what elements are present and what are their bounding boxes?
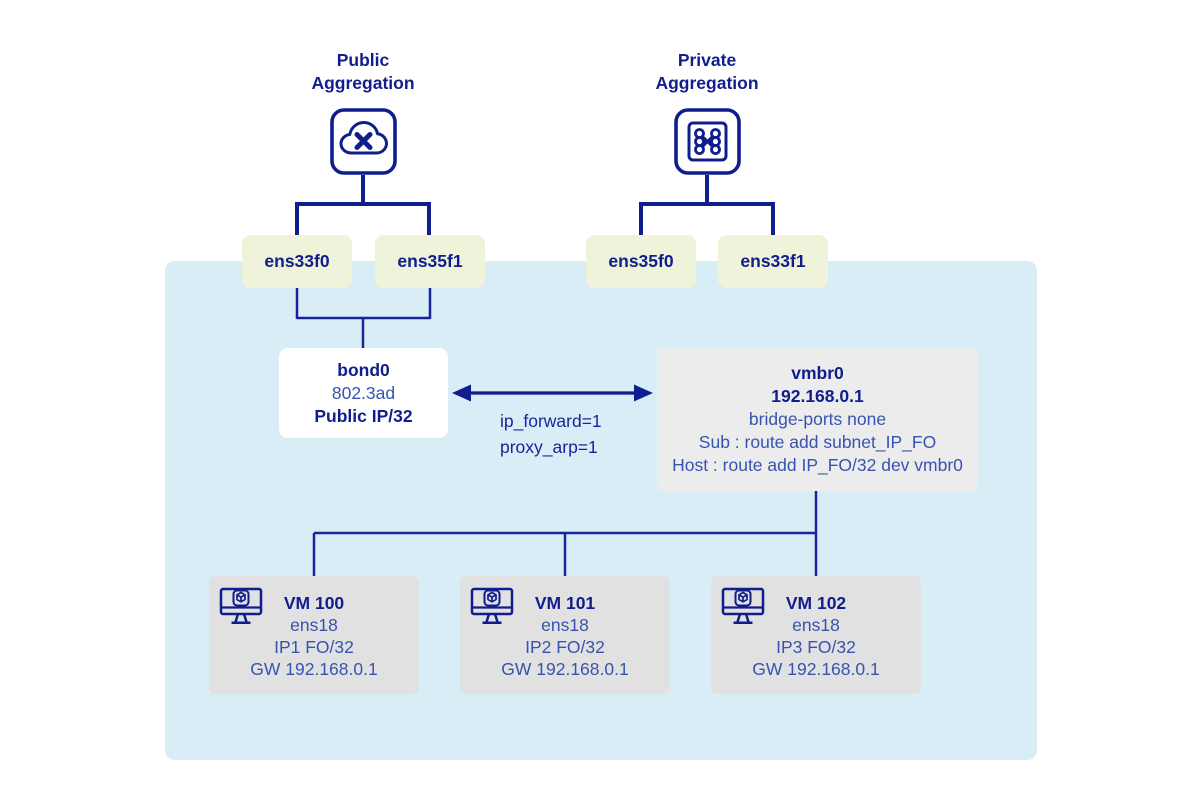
private-aggregation-title: Private Aggregation [607,49,807,95]
proxy-arp-label: proxy_arp=1 [500,437,598,457]
bond-mode: 802.3ad [331,382,396,403]
bridge-route-host: Host : route add IP_FO/32 dev vmbr0 [672,455,963,475]
vm-102-box: VM 102 ens18 IP3 FO/32 GW 192.168.0.1 [711,576,921,694]
monitor-cube-icon [219,585,265,627]
bridge-ip: 192.168.0.1 [771,386,864,406]
crossbar-switch-icon [674,108,741,175]
bridge-route-sub: Sub : route add subnet_IP_FO [698,432,937,452]
bond0-box: bond0 802.3ad Public IP/32 [279,348,448,438]
cloud-switch-icon [330,108,397,175]
public-aggregation-title-line1: Public [336,50,390,70]
vm-interface: ens18 [541,615,589,635]
bridge-ports: bridge-ports none [748,409,887,429]
vm-gateway: GW 192.168.0.1 [250,659,378,679]
vm-interface: ens18 [792,615,840,635]
bond-name: bond0 [337,359,390,380]
bond-ip: Public IP/32 [314,405,413,426]
vm-ip: IP2 FO/32 [525,637,605,657]
vm-name: VM 102 [785,593,847,613]
vm-gateway: GW 192.168.0.1 [501,659,629,679]
private-aggregation-title-line2: Aggregation [655,73,759,93]
vm-ip: IP1 FO/32 [274,637,354,657]
interface-ens33f1: ens33f1 [718,235,828,288]
vm-100-box: VM 100 ens18 IP1 FO/32 GW 192.168.0.1 [209,576,419,694]
interface-ens35f0: ens35f0 [586,235,696,288]
vm-interface: ens18 [290,615,338,635]
interface-ens35f1: ens35f1 [375,235,485,288]
private-aggregation-title-line1: Private [677,50,737,70]
ip-forward-label: ip_forward=1 [500,411,602,431]
vm-101-box: VM 101 ens18 IP2 FO/32 GW 192.168.0.1 [460,576,670,694]
monitor-cube-icon [721,585,767,627]
bridge-name: vmbr0 [791,363,844,383]
interface-ens33f0: ens33f0 [242,235,352,288]
vm-name: VM 100 [283,593,345,613]
monitor-cube-icon [470,585,516,627]
vmbr0-box: vmbr0 192.168.0.1 bridge-ports none Sub … [657,348,978,491]
public-aggregation-title-line2: Aggregation [311,73,415,93]
public-aggregation-title: Public Aggregation [263,49,463,95]
vm-ip: IP3 FO/32 [776,637,856,657]
vm-name: VM 101 [534,593,596,613]
vm-gateway: GW 192.168.0.1 [752,659,880,679]
